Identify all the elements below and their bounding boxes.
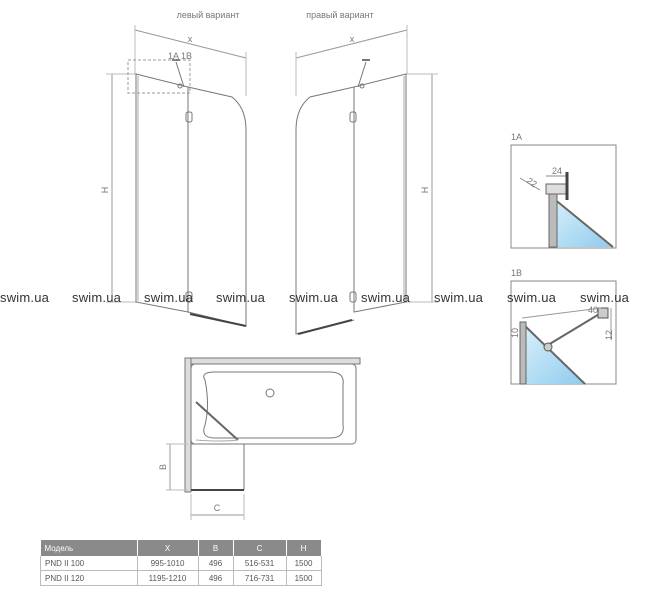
- watermark-text: swim.ua: [507, 290, 557, 305]
- bathtub-plan: [166, 357, 361, 520]
- watermark-text: swim.ua: [216, 290, 266, 305]
- watermark-text: swim.ua: [580, 290, 630, 305]
- column-header: Модель: [40, 540, 138, 556]
- detail-b-dim-3: 40: [588, 305, 598, 315]
- detail-a-label: 1A: [511, 132, 522, 142]
- table-cell: 1195-1210: [136, 570, 199, 586]
- table-cell: 1500: [285, 556, 322, 571]
- watermark-text: swim.ua: [72, 290, 122, 305]
- detail-a-dim-2: 24: [552, 166, 562, 176]
- table-row: PND II 120 1195-1210 496 716-731 1500: [40, 570, 322, 586]
- table-cell: 496: [197, 570, 234, 586]
- watermark-text: swim.ua: [434, 290, 484, 305]
- detail-b-dim-2: 12: [604, 330, 614, 340]
- detail-callout-ab: 1A 1B: [168, 51, 192, 61]
- left-variant-label: левый вариант: [177, 10, 240, 20]
- spec-table: Модель X B C H PND II 100 995-1010 496 5…: [40, 540, 322, 586]
- column-header: C: [233, 540, 287, 556]
- plan-c-label: C: [214, 503, 221, 513]
- column-header: B: [198, 540, 234, 556]
- detail-b-dim-1: 10: [510, 328, 520, 338]
- watermark-text: swim.ua: [289, 290, 339, 305]
- table-row: PND II 100 995-1010 496 516-531 1500: [40, 556, 322, 571]
- plan-b-label: B: [158, 464, 168, 470]
- detail-b-drawing: [510, 280, 617, 385]
- left-h-label: H: [100, 187, 110, 194]
- watermark-text: swim.ua: [0, 290, 50, 305]
- table-cell: PND II 120: [40, 570, 138, 586]
- column-header: X: [137, 540, 199, 556]
- table-cell: 716-731: [232, 570, 287, 586]
- detail-a-drawing: [510, 144, 617, 249]
- table-cell: PND II 100: [40, 556, 138, 571]
- column-header: H: [286, 540, 322, 556]
- detail-a-dim-1: 22: [525, 175, 539, 189]
- table-header-row: Модель X B C H: [40, 540, 322, 556]
- watermark-text: swim.ua: [361, 290, 411, 305]
- detail-b-label: 1B: [511, 268, 522, 278]
- right-x-label: x: [350, 34, 355, 44]
- table-cell: 496: [197, 556, 234, 571]
- table-cell: 516-531: [232, 556, 287, 571]
- table-cell: 1500: [285, 570, 322, 586]
- table-cell: 995-1010: [136, 556, 199, 571]
- right-variant-drawing: [295, 25, 438, 335]
- watermark-text: swim.ua: [144, 290, 194, 305]
- left-variant-drawing: [106, 25, 247, 327]
- right-h-label: H: [420, 187, 430, 194]
- right-variant-label: правый вариант: [306, 10, 373, 20]
- left-x-label: x: [188, 34, 193, 44]
